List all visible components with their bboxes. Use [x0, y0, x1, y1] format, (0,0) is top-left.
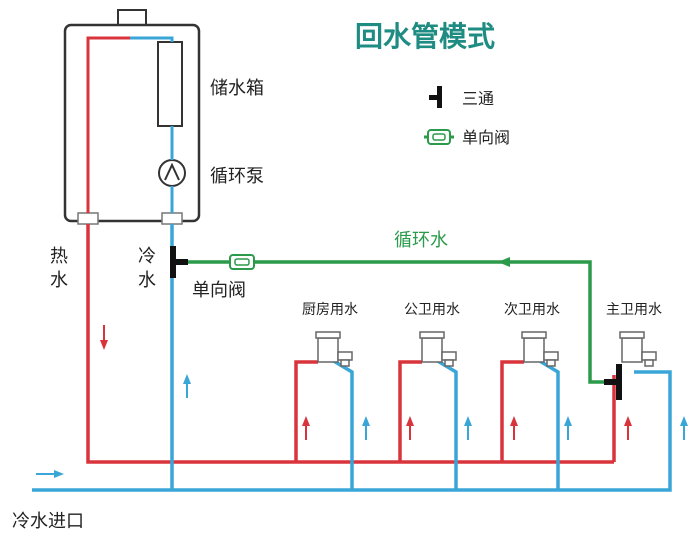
fixture-label-second-bath: 次卫用水	[504, 302, 560, 318]
hot-water-label-1: 热	[50, 246, 68, 267]
fixture-label-master-bath: 主卫用水	[606, 302, 662, 318]
cold-water-label-2: 水	[138, 270, 156, 291]
legend: 三通 单向阀	[424, 86, 510, 147]
hot-outlet-fitting	[77, 212, 99, 225]
diagram-title: 回水管模式	[355, 20, 495, 53]
hot-up-arrow	[510, 416, 518, 440]
circulation-water-label: 循环水	[394, 230, 448, 251]
cold-inlet-fitting	[161, 212, 183, 225]
hot-water-main	[86, 224, 616, 464]
legend-check-valve-icon	[424, 129, 454, 145]
faucets	[315, 331, 657, 367]
circulation-return-pipe	[178, 254, 614, 384]
master-bath-tee	[616, 364, 622, 400]
cold-inlet-label: 冷水进口	[12, 511, 84, 532]
cold-water-label-1: 冷	[138, 246, 156, 267]
legend-check-valve-label: 单向阀	[462, 128, 510, 147]
storage-tank-icon	[157, 41, 183, 127]
cold-inlet-arrow	[36, 470, 64, 478]
faucet-icon	[619, 331, 657, 367]
fixture-label-kitchen: 厨房用水	[302, 302, 358, 318]
legend-tee-icon	[429, 86, 442, 108]
water-heater	[63, 9, 201, 225]
hot-up-arrow	[406, 416, 414, 440]
cold-up-arrow	[183, 374, 191, 398]
hot-up-arrow	[624, 416, 632, 440]
faucet-icon	[315, 331, 353, 367]
hot-down-arrow	[100, 325, 108, 350]
hot-water-label-2: 水	[50, 270, 68, 291]
cold-up-arrow	[564, 416, 572, 440]
heater-top-vent	[117, 9, 147, 27]
faucet-icon	[419, 331, 457, 367]
internal-pipes	[86, 36, 174, 213]
tee-fittings	[170, 246, 622, 400]
cold-up-arrow	[680, 416, 688, 440]
faucet-icon	[521, 331, 559, 367]
cold-tee	[170, 246, 176, 278]
fixture-label-public-bath: 公卫用水	[404, 302, 460, 318]
flow-arrows	[36, 325, 688, 478]
circulation-pump-label: 循环泵	[210, 166, 264, 187]
legend-tee-label: 三通	[462, 89, 494, 108]
circulation-arrow	[498, 257, 510, 267]
check-valve-label: 单向阀	[192, 280, 246, 301]
cold-up-arrow	[362, 416, 370, 440]
storage-tank-label: 储水箱	[210, 78, 264, 99]
hot-up-arrow	[302, 416, 310, 440]
cold-up-arrow	[464, 416, 472, 440]
